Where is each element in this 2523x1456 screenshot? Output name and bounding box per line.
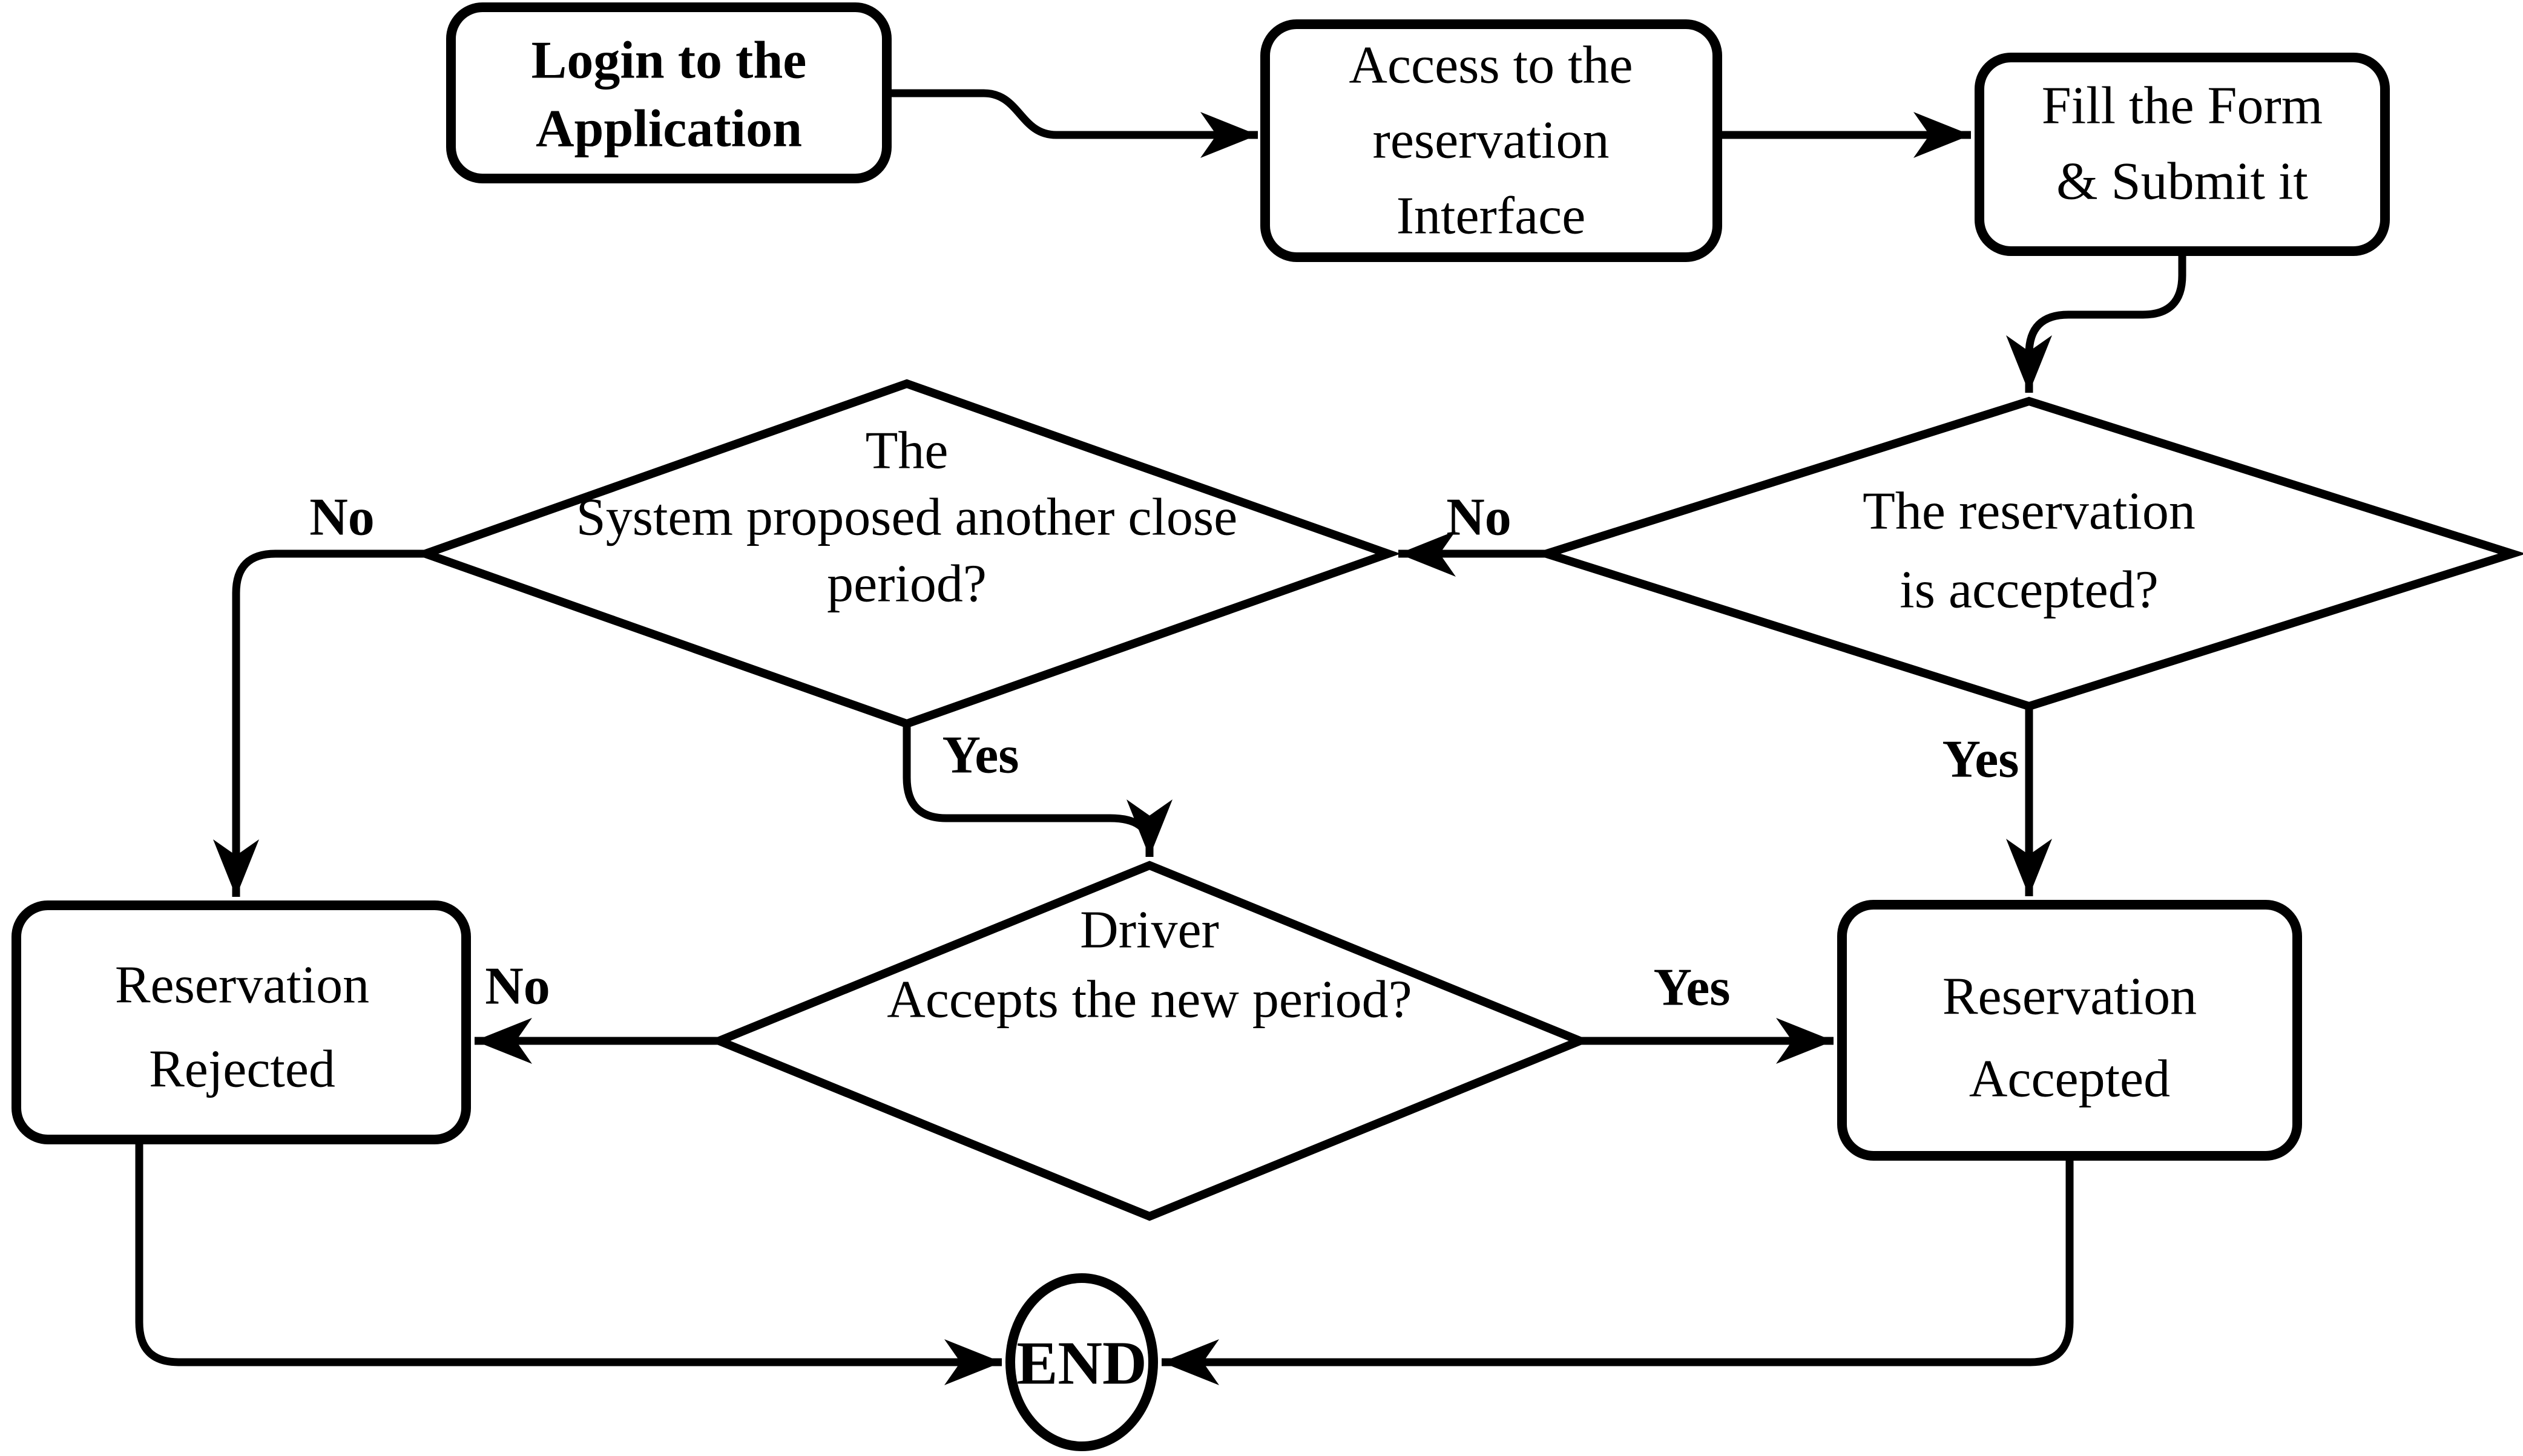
- node-rejected-text-line1: Reservation: [115, 956, 369, 1015]
- node-proposed-question-text-line1: The: [866, 422, 949, 480]
- edge-reservation-accepted-to-end: [1162, 1156, 2074, 1385]
- label-driver-yes: Yes: [1653, 959, 1730, 1017]
- node-rejected-text-line2: Rejected: [149, 1040, 335, 1099]
- node-proposed-question-shape: [412, 379, 1401, 729]
- node-fill-form-shape: [1975, 53, 2390, 256]
- node-proposed-question-text-line3: period?: [827, 555, 987, 614]
- label-accepted-no: No: [1446, 488, 1511, 547]
- node-accepted-question-text-line1: The reservation: [1863, 482, 2196, 541]
- node-rejected-shape: [12, 900, 471, 1144]
- node-end-text: END: [1016, 1330, 1146, 1398]
- node-driver-question-text-line1: Driver: [1080, 901, 1219, 960]
- label-proposed-yes: Yes: [942, 726, 1019, 785]
- node-accepted-text-line2: Accepted: [1969, 1050, 2170, 1109]
- nodes: Login to the Application Access to the r…: [12, 2, 2523, 1451]
- node-accepted-text-line1: Reservation: [1942, 968, 2197, 1026]
- label-accepted-yes: Yes: [1942, 730, 2019, 789]
- label-driver-no: No: [485, 957, 550, 1016]
- node-end-shape: [1005, 1273, 1158, 1451]
- node-accepted-question-text-line2: is accepted?: [1900, 561, 2159, 620]
- node-login-text-line1: Login to the: [531, 31, 807, 90]
- node-access-shape: [1260, 19, 1722, 262]
- edge-fill-form-to-accepted-question: [2006, 251, 2186, 393]
- node-driver-question-text-line2: Accepts the new period?: [887, 971, 1412, 1029]
- label-proposed-no: No: [309, 488, 375, 547]
- edges: [135, 89, 2186, 1385]
- node-access-text-line1: Access to the: [1349, 36, 1633, 95]
- edge-login-to-access: [887, 89, 1258, 158]
- node-access-text-line3: Interface: [1396, 187, 1586, 246]
- node-accepted-shape: [1837, 900, 2302, 1161]
- edge-proposed-question-yes-to-driver-question: [903, 724, 1173, 857]
- node-login-text-line2: Application: [536, 100, 802, 159]
- edge-proposed-question-no-to-reservation-rejected: [213, 549, 426, 897]
- node-access-text-line2: reservation: [1373, 111, 1610, 170]
- node-fill-form-text-line1: Fill the Form: [2042, 77, 2323, 136]
- node-driver-question-shape: [708, 861, 1591, 1221]
- node-proposed-question-text-line2: System proposed another close: [576, 488, 1237, 547]
- edge-reservation-rejected-to-end: [135, 1140, 1002, 1385]
- node-fill-form-text-line2: & Submit it: [2056, 152, 2308, 211]
- edge-labels: No No Yes Yes No Yes: [309, 488, 2019, 1017]
- node-accepted-question-shape: [1532, 396, 2523, 711]
- node-login-shape: [446, 2, 892, 183]
